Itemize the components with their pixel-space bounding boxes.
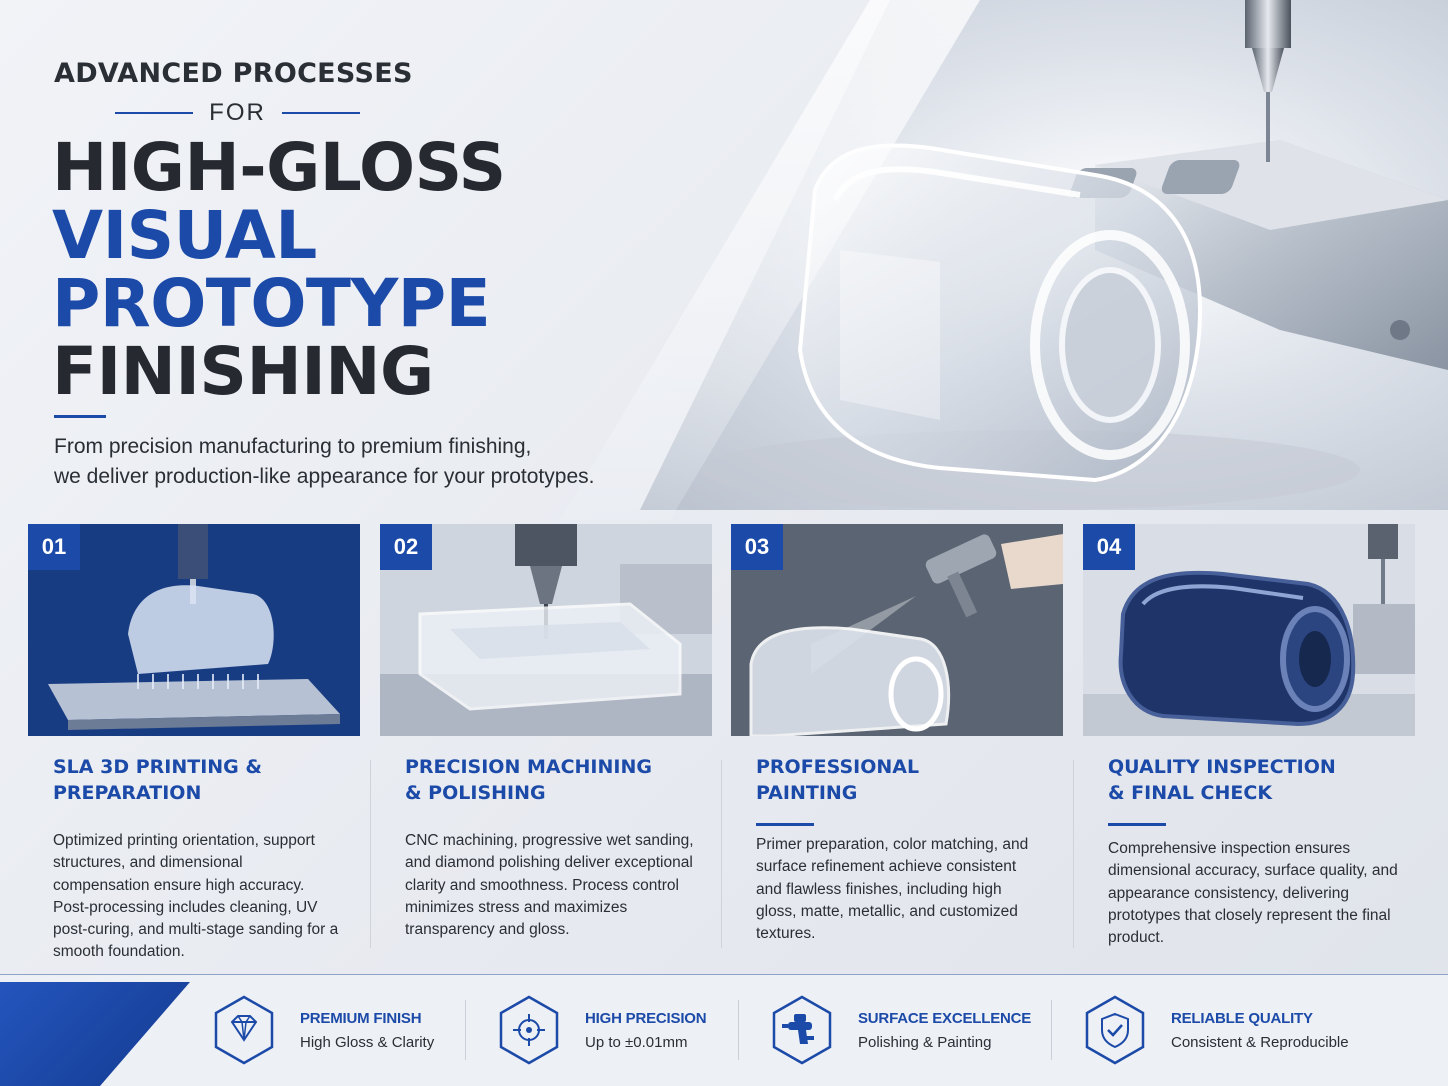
feature-high-precision: HIGH PRECISION Up to ±0.01mm xyxy=(497,994,707,1066)
headline-line-2: VISUAL xyxy=(52,197,317,274)
card-title-line-2: & FINAL CHECK xyxy=(1108,782,1273,804)
lede-line-2: we deliver production-like appearance fo… xyxy=(54,465,595,488)
step-number-badge: 03 xyxy=(731,524,783,570)
feature-title: RELIABLE QUALITY xyxy=(1171,1009,1313,1027)
card-title-line-1: SLA 3D PRINTING & xyxy=(53,756,262,778)
hero-headline: HIGH-GLOSS VISUAL PROTOTYPE FINISHING xyxy=(52,134,506,406)
feature-title: SURFACE EXCELLENCE xyxy=(858,1009,1032,1027)
divider-line xyxy=(281,112,360,114)
lede-line-1: From precision manufacturing to premium … xyxy=(54,435,532,458)
feature-subtitle: Up to ±0.01mm xyxy=(585,1033,688,1051)
feature-reliable-quality: RELIABLE QUALITY Consistent & Reproducib… xyxy=(1083,994,1349,1066)
footer-top-line xyxy=(0,974,1448,975)
process-card-painting: 03 PROFESSIONAL PAINTING Primer preparat… xyxy=(731,524,1063,942)
card-title-line-1: PROFESSIONAL xyxy=(756,756,920,778)
feature-separator xyxy=(465,1000,466,1060)
process-card-sla: 01 SLA 3D PRINTING & PREPARATION Optimiz… xyxy=(28,524,360,960)
transparent-part-illustration xyxy=(700,0,1448,510)
cnc-polishing-illustration xyxy=(380,524,712,736)
card-description: Primer preparation, color matching, and … xyxy=(756,836,1029,943)
card-title-line-1: QUALITY INSPECTION xyxy=(1108,756,1336,778)
step-number-badge: 04 xyxy=(1083,524,1135,570)
spray-painting-illustration xyxy=(731,524,1063,736)
feature-subtitle: High Gloss & Clarity xyxy=(300,1033,435,1051)
step-number-badge: 01 xyxy=(28,524,80,570)
feature-title: PREMIUM FINISH xyxy=(300,1009,422,1027)
card-photo-inspection: 04 xyxy=(1083,524,1415,736)
card-title-line-1: PRECISION MACHINING xyxy=(405,756,652,778)
card-title: PROFESSIONAL PAINTING xyxy=(756,754,1046,806)
card-separator xyxy=(370,760,371,948)
card-separator xyxy=(721,760,722,948)
finished-part-illustration xyxy=(1083,524,1415,736)
crosshair-icon xyxy=(499,995,559,1065)
card-rule xyxy=(1108,823,1166,826)
hero-for-row: FOR xyxy=(115,99,360,126)
hero-kicker: ADVANCED PROCESSES xyxy=(54,58,413,89)
step-number-badge: 02 xyxy=(380,524,432,570)
hero-rule xyxy=(54,415,106,418)
feature-separator xyxy=(738,1000,739,1060)
feature-subtitle: Polishing & Painting xyxy=(858,1033,992,1051)
sla-printer-illustration xyxy=(28,524,360,736)
hero-for-text: FOR xyxy=(209,99,266,126)
spray-gun-icon xyxy=(772,995,832,1065)
card-title-line-2: PAINTING xyxy=(756,782,858,804)
headline-line-1: HIGH-GLOSS xyxy=(52,129,506,206)
card-description: Optimized printing orientation, support … xyxy=(53,832,339,961)
headline-line-3: PROTOTYPE xyxy=(52,265,491,342)
card-title: QUALITY INSPECTION & FINAL CHECK xyxy=(1108,754,1398,806)
hero-photo xyxy=(640,0,1448,510)
feature-premium-finish: PREMIUM FINISH High Gloss & Clarity xyxy=(212,994,434,1066)
feature-subtitle: Consistent & Reproducible xyxy=(1171,1033,1349,1051)
headline-line-4: FINISHING xyxy=(52,333,434,410)
footer-background xyxy=(0,975,1448,1086)
process-card-inspection: 04 QUALITY INSPECTION & FINAL CHECK Comp… xyxy=(1083,524,1415,946)
card-title-line-2: & POLISHING xyxy=(405,782,546,804)
divider-line xyxy=(115,112,193,114)
diamond-icon xyxy=(214,995,274,1065)
card-separator xyxy=(1073,760,1074,948)
card-description: CNC machining, progressive wet sanding, … xyxy=(405,832,694,939)
card-photo-painting: 03 xyxy=(731,524,1063,736)
hero-lede: From precision manufacturing to premium … xyxy=(54,432,644,492)
card-title-line-2: PREPARATION xyxy=(53,782,202,804)
feature-footer: PREMIUM FINISH High Gloss & Clarity HIGH… xyxy=(0,974,1448,1086)
feature-separator xyxy=(1051,1000,1052,1060)
feature-surface-excellence: SURFACE EXCELLENCE Polishing & Painting xyxy=(770,994,1031,1066)
feature-title: HIGH PRECISION xyxy=(585,1009,707,1027)
card-title: PRECISION MACHINING & POLISHING xyxy=(405,754,695,806)
shield-check-icon xyxy=(1085,995,1145,1065)
card-photo-sla-printing: 01 xyxy=(28,524,360,736)
card-photo-machining: 02 xyxy=(380,524,712,736)
card-rule xyxy=(756,823,814,826)
card-title: SLA 3D PRINTING & PREPARATION xyxy=(53,754,343,806)
process-card-machining: 02 PRECISION MACHINING & POLISHING CNC m… xyxy=(380,524,712,938)
card-description: Comprehensive inspection ensures dimensi… xyxy=(1108,840,1398,947)
